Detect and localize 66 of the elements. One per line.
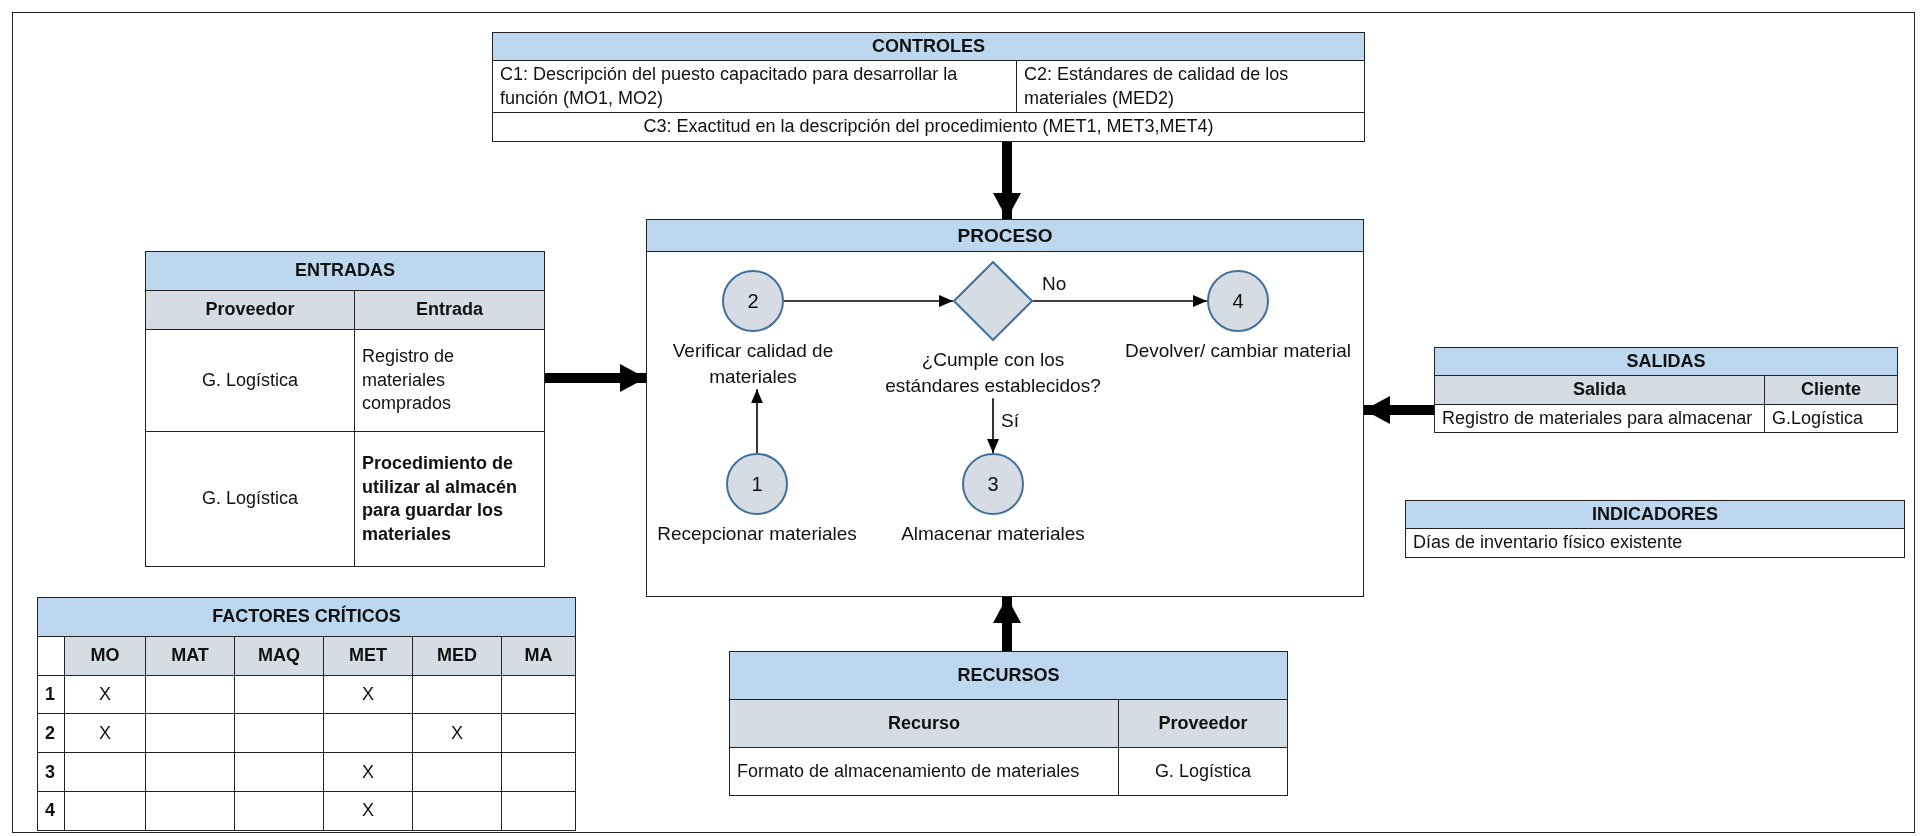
column-header: Entrada (354, 290, 545, 330)
table-cell: C1: Descripción del puesto capacitado para desarrollar la función (MO1, MO2) (492, 60, 1017, 113)
step-caption: Verificar calidad de materiales (671, 339, 835, 389)
table-cell: Registro de materiales comprados (354, 329, 545, 432)
table-title: RECURSOS (729, 651, 1288, 700)
arrow (783, 295, 954, 307)
table-cell: G.Logística (1764, 404, 1898, 433)
row-number: 3 (37, 752, 65, 792)
step-caption: Devolver/ cambiar material (1124, 339, 1352, 363)
table-cell: G. Logística (145, 329, 355, 432)
column-header: Proveedor (145, 290, 355, 330)
diamond-decision (953, 261, 1033, 341)
row-number: 1 (37, 675, 65, 714)
table-cell: Días de inventario físico existente (1405, 528, 1905, 558)
table-cell: Registro de materiales para almacenar (1434, 404, 1765, 433)
column-header: Recurso (729, 699, 1119, 748)
table-cell: X (323, 675, 413, 714)
table-title: SALIDAS (1434, 347, 1898, 376)
table-title: INDICADORES (1405, 500, 1905, 529)
step-caption: ¿Cumple con los estándares establecidos? (884, 348, 1102, 398)
table-cell: Formato de almacenamiento de materiales (729, 747, 1119, 796)
step-caption: Recepcionar materiales (656, 522, 858, 546)
row-number: 2 (37, 714, 65, 753)
data-table (37, 597, 577, 831)
data-table (1434, 347, 1898, 434)
block-arrow (993, 597, 1021, 651)
step-circle: 4 (1207, 270, 1269, 332)
column-header: MED (412, 636, 502, 676)
table-title: ENTRADAS (145, 251, 545, 291)
data-table (145, 251, 545, 567)
arrow (987, 397, 999, 454)
block-arrow (1364, 396, 1434, 424)
process-panel (646, 219, 1364, 597)
step-circle: 1 (726, 453, 788, 515)
column-header: MA (501, 636, 576, 676)
table-title: FACTORES CRÍTICOS (37, 597, 576, 637)
table-cell: Procedimiento de utilizar al almacén para guardar los materiales (354, 431, 545, 567)
table-cell: X (323, 752, 413, 792)
column-header: Proveedor (1118, 699, 1288, 748)
block-arrow (993, 141, 1021, 219)
table-cell: X (323, 791, 413, 831)
row-number: 4 (37, 791, 65, 831)
panel-title: PROCESO (647, 220, 1363, 252)
table-cell: C2: Estándares de calidad de los materiales (MED2) (1016, 60, 1365, 113)
arrow (751, 388, 763, 454)
table-cell: X (64, 714, 146, 753)
data-table (729, 651, 1288, 796)
column-header: Salida (1434, 375, 1765, 405)
step-circle: 2 (722, 270, 784, 332)
step-circle: 3 (962, 453, 1024, 515)
column-header: MO (64, 636, 146, 676)
block-arrow (545, 364, 646, 392)
step-caption: Almacenar materiales (900, 522, 1086, 546)
arrow (1032, 295, 1208, 307)
table-cell: X (64, 675, 146, 714)
table-cell: G. Logística (145, 431, 355, 567)
table-cell: G. Logística (1118, 747, 1288, 796)
column-header: MET (323, 636, 413, 676)
data-table (1405, 500, 1905, 558)
table-title: CONTROLES (492, 32, 1365, 61)
column-header: MAT (145, 636, 235, 676)
column-header: Cliente (1764, 375, 1898, 405)
column-header: MAQ (234, 636, 324, 676)
table-cell: X (412, 714, 502, 753)
data-table (492, 32, 1365, 142)
table-cell: C3: Exactitud en la descripción del procedimiento (MET1, MET3,MET4) (492, 112, 1365, 142)
